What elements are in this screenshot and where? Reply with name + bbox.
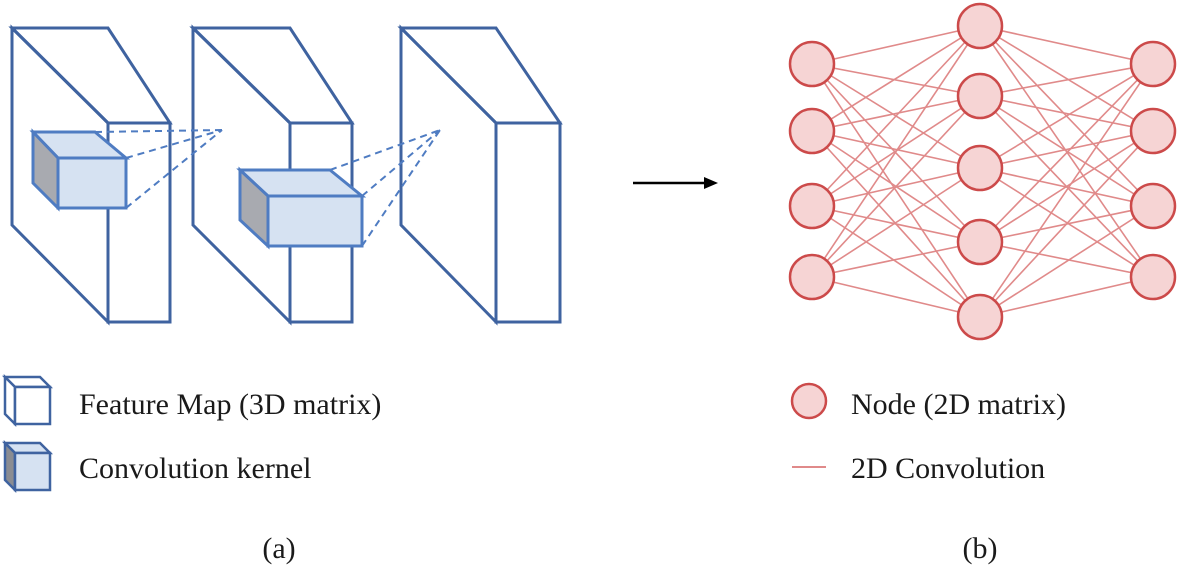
feature-map-legend-label: Feature Map (3D matrix): [79, 388, 381, 421]
edge-l1-4-4: [811, 241, 981, 278]
node-legend-label: Node (2D matrix): [851, 388, 1066, 421]
node-layer1-2: [788, 107, 836, 155]
node-legend-icon: [790, 382, 828, 420]
network-nodes: [788, 2, 1177, 341]
node-layer3-4: [1129, 253, 1177, 301]
legend-feature-map: Feature Map (3D matrix): [1, 373, 381, 428]
kernel-1-projection: [94, 129, 223, 209]
edge-l2-4-2: [979, 130, 1154, 243]
edge-l1-4-1: [811, 25, 981, 278]
node-layer1-1: [788, 40, 836, 88]
edge-l1-3-4: [811, 205, 981, 243]
node-layer2-5: [956, 293, 1004, 341]
edge-l2-4-4: [979, 241, 1154, 278]
feature-map-3: [397, 24, 563, 326]
legend-kernel: Convolution kernel: [1, 439, 311, 494]
edge-l1-3-1: [811, 25, 981, 207]
caption-b: (b): [963, 532, 998, 565]
feature-map-legend-icon: [1, 373, 54, 428]
edge-l1-4-3: [811, 167, 981, 278]
convolution-kernel-2: [236, 166, 367, 250]
kernel-2-projection: [329, 129, 441, 247]
edge-l2-1-1: [979, 25, 1154, 65]
node-layer2-4: [956, 218, 1004, 266]
edge-l2-5-3: [979, 205, 1154, 318]
feature-map-1: [8, 24, 173, 326]
caption-a: (a): [262, 532, 295, 565]
node-layer2-3: [956, 144, 1004, 192]
kernel-legend-icon: [1, 439, 54, 494]
node-layer1-3: [788, 182, 836, 230]
node-layer3-3: [1129, 182, 1177, 230]
node-layer2-2: [956, 72, 1004, 120]
node-layer3-2: [1129, 107, 1177, 155]
edge-l1-1-4: [811, 63, 981, 243]
network-edges: [811, 25, 1154, 318]
edge-l1-3-5: [811, 205, 981, 318]
edge-l2-2-2: [979, 95, 1154, 132]
edge-l2-3-4: [979, 167, 1154, 278]
transform-arrow: [633, 177, 718, 189]
edge-l2-3-2: [979, 130, 1154, 169]
kernel-legend-label: Convolution kernel: [79, 452, 311, 485]
edge-l1-4-5: [811, 276, 981, 318]
edge-l2-3-1: [979, 63, 1154, 169]
edge-l2-5-1: [979, 63, 1154, 318]
node-layer1-4: [788, 253, 836, 301]
panel-a-cnn: [8, 24, 563, 326]
edge-l2-2-3: [979, 95, 1154, 207]
legend-node: Node (2D matrix): [790, 382, 1066, 421]
edge-l2-1-2: [979, 25, 1154, 132]
edge-l1-2-1: [811, 25, 981, 132]
edge-l1-1-1: [811, 25, 981, 65]
edge-l1-4-2: [811, 95, 981, 278]
convolution-legend-label: 2D Convolution: [851, 452, 1045, 485]
edge-l2-5-4: [979, 276, 1154, 318]
edge-l2-2-1: [979, 63, 1154, 97]
edge-l1-1-2: [811, 63, 981, 97]
edge-l2-4-1: [979, 63, 1154, 243]
edge-l2-5-2: [979, 130, 1154, 318]
edge-l1-2-2: [811, 95, 981, 132]
node-layer2-1: [956, 2, 1004, 50]
node-layer3-1: [1129, 40, 1177, 88]
legend-convolution: 2D Convolution: [792, 452, 1045, 485]
edge-l1-2-3: [811, 130, 981, 169]
convolution-kernel-1: [29, 128, 131, 212]
edge-l1-1-5: [811, 63, 981, 318]
